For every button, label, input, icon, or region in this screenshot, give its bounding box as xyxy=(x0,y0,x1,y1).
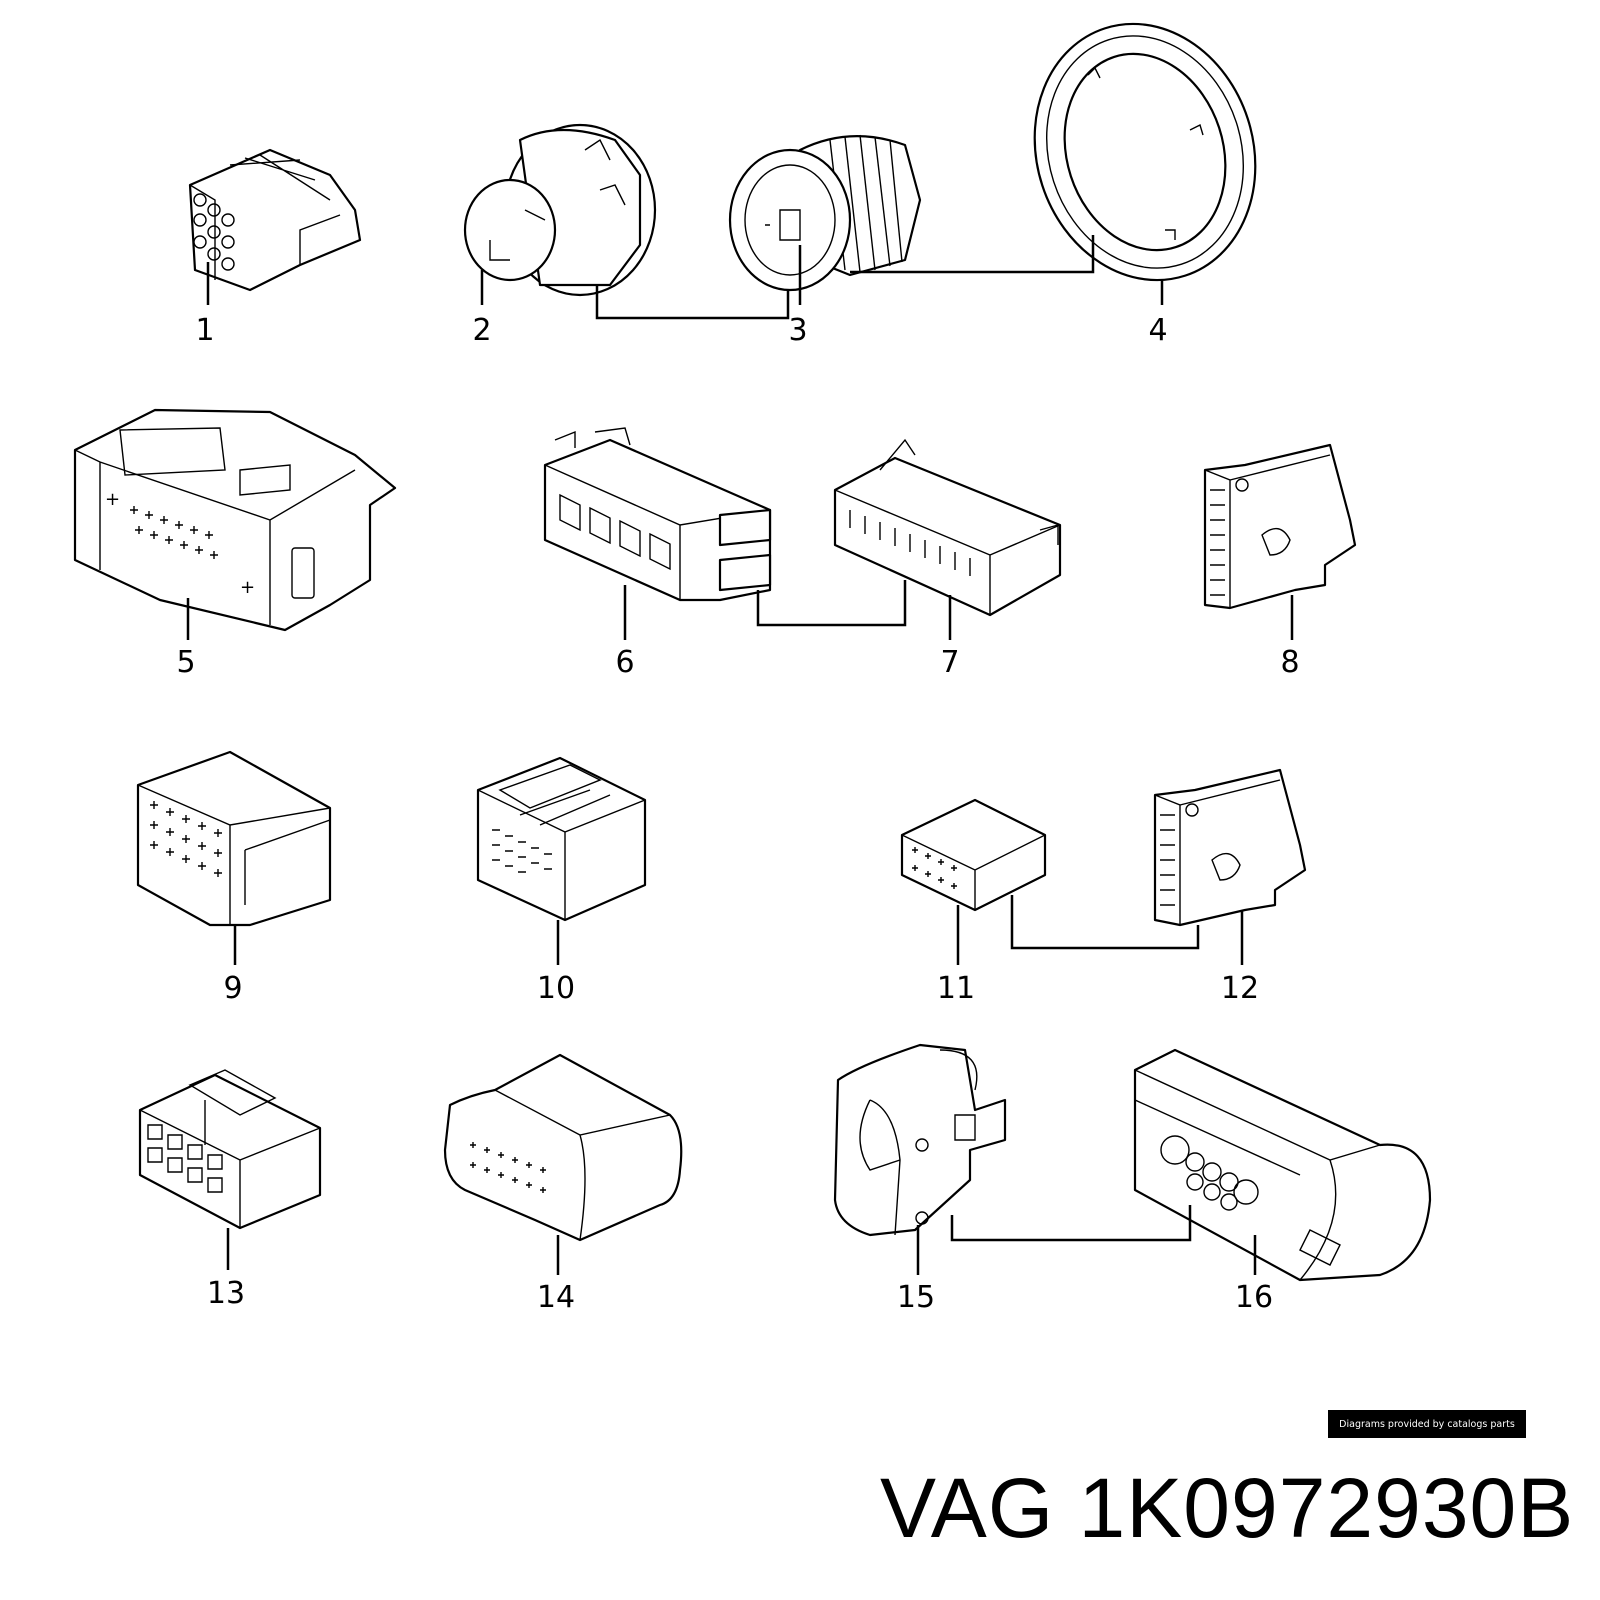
svg-text:+: + xyxy=(240,577,255,598)
part-label-14: 14 xyxy=(537,1280,575,1315)
part-14-drawing xyxy=(443,1053,683,1242)
part-label-13: 13 xyxy=(207,1276,245,1311)
part-3-drawing xyxy=(728,134,922,292)
part-16-drawing xyxy=(1133,1048,1432,1282)
part-label-9: 9 xyxy=(223,971,242,1006)
brand-name: VAG xyxy=(880,1461,1055,1555)
part-code: 1K0972930B xyxy=(1078,1461,1575,1555)
part-9-drawing xyxy=(136,750,332,927)
part-12-drawing xyxy=(1153,768,1307,927)
part-label-5: 5 xyxy=(176,645,195,680)
part-10-drawing xyxy=(476,756,647,922)
part-label-12: 12 xyxy=(1221,971,1259,1006)
svg-text:+: + xyxy=(105,489,120,510)
part-2-drawing xyxy=(463,123,657,297)
part-13-drawing xyxy=(138,1069,322,1230)
part-label-2: 2 xyxy=(472,313,491,348)
part-5-drawing: + + xyxy=(73,408,397,632)
part-7-drawing xyxy=(833,438,1062,617)
part-label-4: 4 xyxy=(1148,313,1167,348)
part-number-title: VAG 1K0972930B xyxy=(880,1460,1600,1580)
part-8-drawing xyxy=(1203,443,1357,610)
part-6-drawing xyxy=(543,427,772,602)
part-label-15: 15 xyxy=(897,1280,935,1315)
part-label-7: 7 xyxy=(940,645,959,680)
part-1-drawing xyxy=(188,148,362,292)
part-label-3: 3 xyxy=(788,313,807,348)
part-label-8: 8 xyxy=(1280,645,1299,680)
part-label-10: 10 xyxy=(537,971,575,1006)
part-label-1: 1 xyxy=(195,313,214,348)
credit-badge: Diagrams provided by catalogs parts xyxy=(1328,1410,1526,1438)
part-4-drawing xyxy=(1033,22,1257,282)
part-15-drawing xyxy=(833,1043,1007,1237)
part-label-11: 11 xyxy=(937,971,975,1006)
part-label-6: 6 xyxy=(615,645,634,680)
part-label-16: 16 xyxy=(1235,1280,1273,1315)
part-11-drawing xyxy=(900,798,1047,912)
